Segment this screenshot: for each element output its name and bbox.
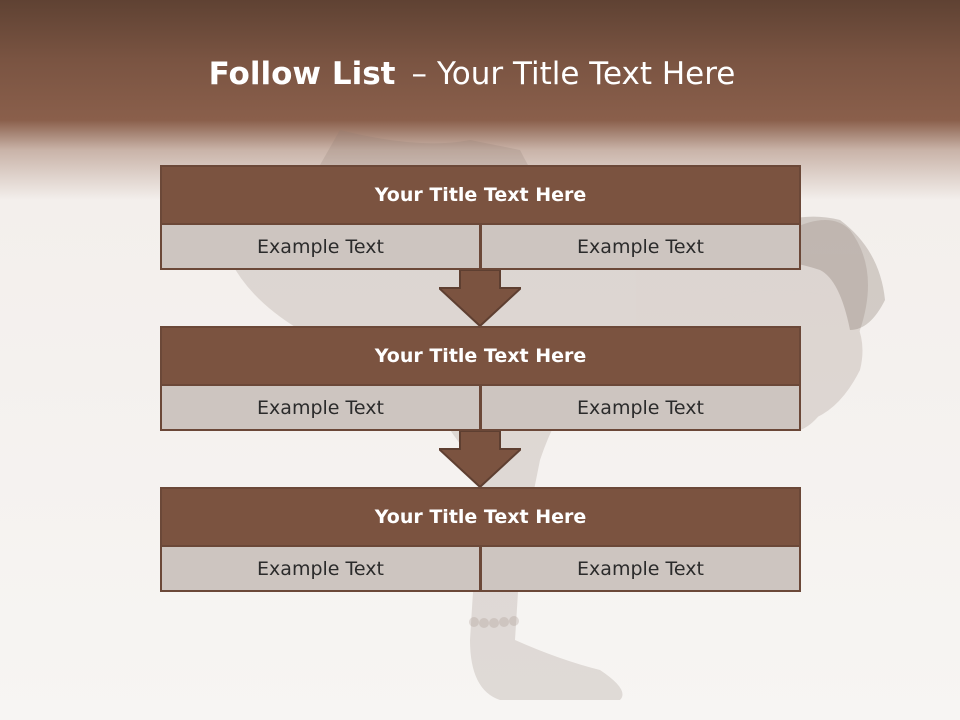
block-heading: Your Title Text Here [162,489,799,545]
block-cell-left: Example Text [162,225,479,268]
list-block-2: Your Title Text Here Example Text Exampl… [160,326,801,431]
list-block-1: Your Title Text Here Example Text Exampl… [160,165,801,270]
block-heading: Your Title Text Here [162,328,799,384]
list-block-3: Your Title Text Here Example Text Exampl… [160,487,801,592]
block-cell-left: Example Text [162,547,479,590]
slide-title-rest: Your Title Text Here [436,56,736,92]
slide-title-bold: Follow List [208,56,396,92]
down-arrow-icon [439,270,521,326]
down-arrow-icon [439,431,521,487]
slide-title-dash: – [411,56,427,92]
block-cell-left: Example Text [162,386,479,429]
block-heading: Your Title Text Here [162,167,799,223]
block-cell-right: Example Text [482,225,799,268]
block-cell-right: Example Text [482,386,799,429]
block-cell-right: Example Text [482,547,799,590]
slide-title: Follow List–Your Title Text Here [0,56,944,92]
